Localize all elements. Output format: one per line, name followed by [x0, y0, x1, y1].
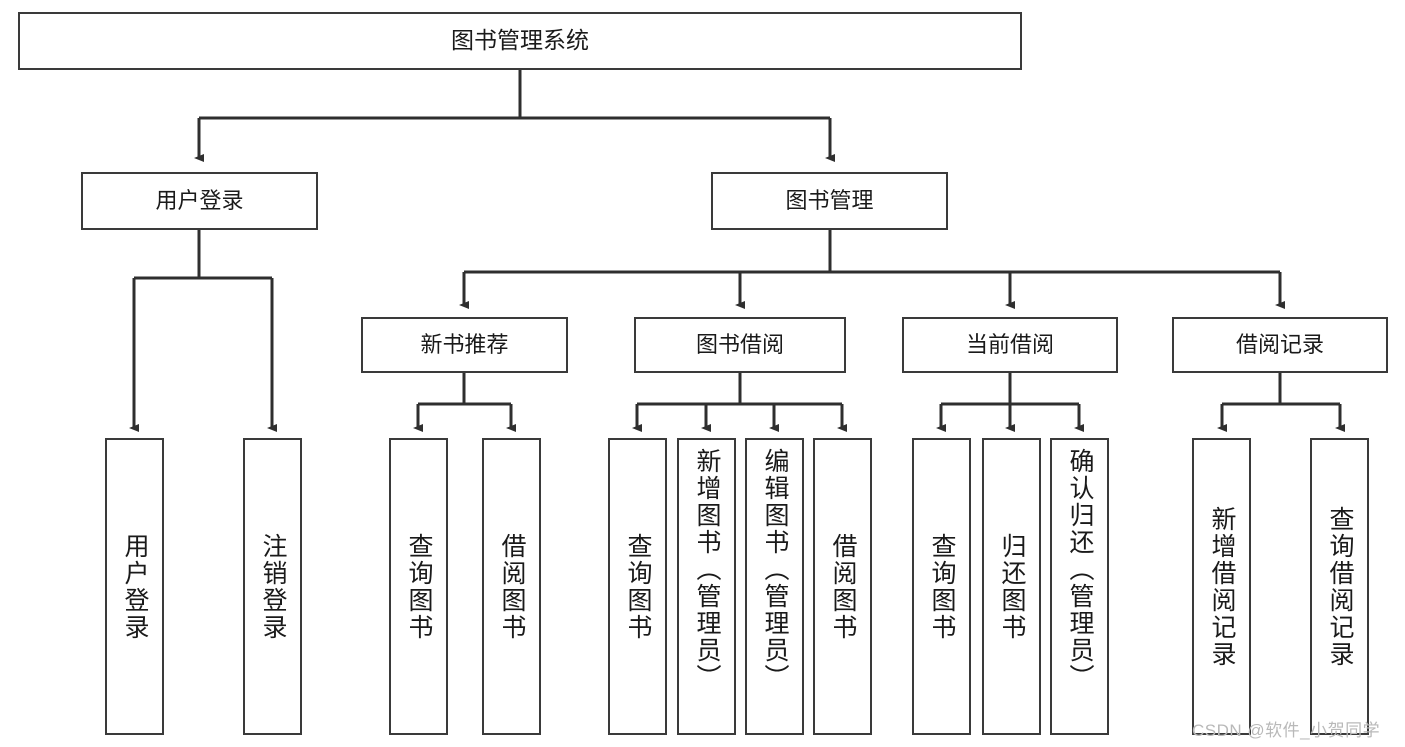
node-label: 图书管理系统 — [451, 27, 589, 54]
node-book-borrow[interactable]: 图书借阅 — [634, 317, 846, 373]
node-label: 编辑图书（管理员） — [761, 448, 789, 691]
leaf-current-query-book[interactable]: 查询图书 — [912, 438, 971, 735]
node-label: 借阅图书 — [829, 532, 857, 641]
node-label: 新增借阅记录 — [1208, 505, 1236, 668]
node-label: 借阅记录 — [1235, 331, 1324, 357]
leaf-borrow-borrow-book[interactable]: 借阅图书 — [813, 438, 872, 735]
leaf-current-return-book[interactable]: 归还图书 — [982, 438, 1041, 735]
node-label: 查询图书 — [624, 532, 652, 641]
node-borrow-record[interactable]: 借阅记录 — [1172, 317, 1388, 373]
node-label: 查询图书 — [928, 532, 956, 641]
node-label: 归还图书 — [998, 532, 1026, 641]
node-label: 新增图书（管理员） — [693, 448, 721, 691]
node-label: 确认归还（管理员） — [1066, 448, 1094, 691]
leaf-recommend-query-book[interactable]: 查询图书 — [389, 438, 448, 735]
leaf-borrow-query-book[interactable]: 查询图书 — [608, 438, 667, 735]
node-label: 当前借阅 — [965, 331, 1054, 357]
leaf-current-confirm-return-admin[interactable]: 确认归还（管理员） — [1050, 438, 1109, 735]
node-label: 用户登录 — [121, 532, 149, 641]
node-user-login[interactable]: 用户登录 — [81, 172, 318, 230]
leaf-user-login-login[interactable]: 用户登录 — [105, 438, 164, 735]
node-new-book-recommend[interactable]: 新书推荐 — [361, 317, 568, 373]
node-root-system[interactable]: 图书管理系统 — [18, 12, 1022, 70]
leaf-borrow-edit-book-admin[interactable]: 编辑图书（管理员） — [745, 438, 804, 735]
node-label: 查询借阅记录 — [1326, 505, 1354, 668]
node-label: 借阅图书 — [498, 532, 526, 641]
leaf-record-add-record[interactable]: 新增借阅记录 — [1192, 438, 1251, 735]
leaf-record-query-record[interactable]: 查询借阅记录 — [1310, 438, 1369, 735]
node-label: 新书推荐 — [420, 331, 509, 357]
leaf-user-login-logout[interactable]: 注销登录 — [243, 438, 302, 735]
node-label: 用户登录 — [155, 187, 244, 213]
node-label: 查询图书 — [405, 532, 433, 641]
node-current-borrow[interactable]: 当前借阅 — [902, 317, 1118, 373]
watermark-text: CSDN @软件_小贺同学 — [1192, 721, 1381, 740]
leaf-borrow-add-book-admin[interactable]: 新增图书（管理员） — [677, 438, 736, 735]
node-book-management[interactable]: 图书管理 — [711, 172, 948, 230]
node-label: 图书管理 — [785, 187, 874, 213]
node-label: 图书借阅 — [695, 331, 784, 357]
node-label: 注销登录 — [259, 532, 287, 641]
leaf-recommend-borrow-book[interactable]: 借阅图书 — [482, 438, 541, 735]
